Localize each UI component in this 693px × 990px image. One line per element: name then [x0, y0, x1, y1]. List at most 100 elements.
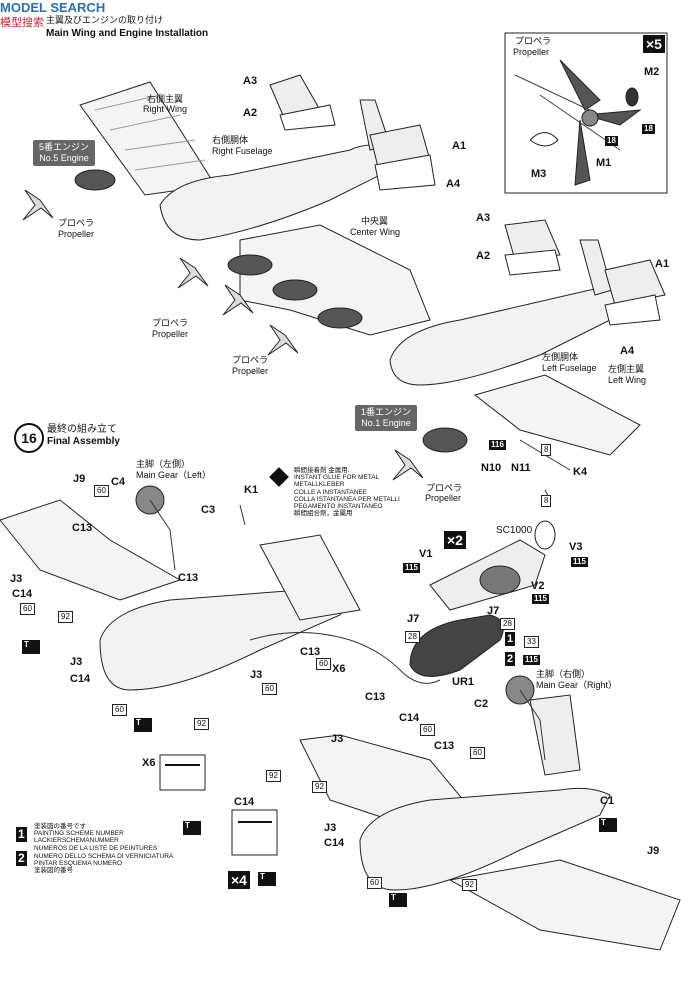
part-a3-lower: A3 [476, 212, 491, 224]
paint-legend-1-badge: 1 [16, 827, 27, 842]
part-a1-lower: A1 [655, 258, 670, 270]
part-number-92a: 92 [58, 611, 73, 623]
part-k1: K1 [244, 484, 259, 496]
glue-line-1: INSTANT GLUE FOR METAL [294, 474, 380, 482]
part-c14-c: C14 [399, 712, 420, 724]
part-j3-a: J3 [10, 573, 23, 585]
part-c3: C3 [201, 504, 216, 516]
step16-number: 16 [14, 423, 44, 453]
part-n11: N11 [511, 462, 531, 474]
paint-legend-line-1-1: PAINTING SCHEME NUMBER [34, 830, 124, 838]
part-a4-lower: A4 [620, 345, 635, 357]
part-number-60h: 60 [470, 747, 485, 759]
paint-scheme-1-badge: 1 [505, 632, 516, 646]
propeller-label-jp-4: プロペラ [426, 483, 463, 493]
step15-title-jp: 主翼及びエンジンの取り付け [46, 15, 164, 25]
part-number-60b: 60 [20, 603, 35, 615]
paint-scheme-2-badge: 2 [505, 652, 516, 666]
part-a2-lower: A2 [476, 250, 491, 262]
part-c13-b: C13 [178, 572, 199, 584]
multiplier-x4: ×4 [228, 871, 250, 889]
part-j3-d: J3 [331, 733, 344, 745]
part-number-60e: 60 [262, 683, 277, 695]
part-number-115c: 115 [532, 594, 549, 604]
part-j9-left: J9 [73, 473, 86, 485]
engine1-badge: 1番エンジン No.1 Engine [355, 405, 418, 431]
main-gear-left-label-jp: 主脚（左側） [136, 459, 191, 469]
right-wing-label-en: Right Wing [143, 104, 188, 114]
part-number-92e: 92 [462, 879, 477, 891]
right-fuselage-label-en: Right Fuselage [212, 146, 273, 156]
part-number-28b: 28 [500, 618, 515, 630]
paint-badge-t-6: T [599, 818, 617, 832]
part-c14-d: C14 [234, 796, 255, 808]
paint-legend-line-2-1: PINTAR ESQUEMA NUMERO [34, 860, 123, 868]
paint-legend-line-2-2: 塗装図的番号 [34, 867, 73, 875]
glue-line-4: COLLA ISTANTANEA PER METALLI [294, 495, 400, 503]
propeller-box-label-en: Propeller [513, 47, 550, 57]
part-c1: C1 [600, 795, 615, 807]
paint-badge-t-4: T [258, 872, 276, 886]
part-j7-b: J7 [487, 605, 500, 617]
left-fuselage-label-en: Left Fuselage [542, 363, 597, 373]
part-c14-b: C14 [70, 673, 91, 685]
propeller-label-en-3: Propeller [232, 366, 269, 376]
part-sc1000: SC1000 [496, 525, 533, 536]
part-k4: K4 [573, 466, 588, 478]
paint-legend-text-2: NUMERO DELLO SCHEMA DI VERNICIATURA PINT… [34, 853, 173, 875]
part-v2: V2 [531, 580, 545, 592]
part-number-33: 33 [524, 636, 539, 648]
propeller-label-jp-3: プロペラ [232, 355, 269, 365]
left-wing-label-en: Left Wing [608, 375, 647, 385]
part-m2: M2 [644, 66, 660, 78]
paint-badge-t-2: T [134, 718, 152, 732]
propeller-multiplier-badge: ×5 [643, 35, 665, 53]
part-number-92b: 92 [194, 718, 209, 730]
paint-legend-line-2-0: NUMERO DELLO SCHEMA DI VERNICIATURA [34, 853, 174, 860]
propeller-label-jp-2: プロペラ [152, 318, 189, 328]
step16-title-jp: 最終の組み立て [47, 424, 117, 435]
part-number-8b: 8 [541, 495, 552, 507]
paint-legend-line-1-0: 塗装図の番号です [34, 823, 86, 830]
part-number-115d: 115 [523, 655, 540, 665]
part-number-18b: 18 [642, 124, 655, 134]
left-fuselage-label-jp: 左側胴体 [542, 352, 579, 362]
part-v1: V1 [419, 548, 433, 560]
part-j7-a: J7 [407, 613, 420, 625]
part-a3-upper: A3 [243, 75, 258, 87]
part-c13-a: C13 [72, 522, 93, 534]
part-c13-d: C13 [365, 691, 386, 703]
propeller-box-label-jp: プロペラ [515, 36, 552, 46]
part-number-60d: 60 [316, 658, 331, 670]
part-number-28a: 28 [405, 631, 420, 643]
part-c14-e: C14 [324, 837, 345, 849]
step16-title-en: Final Assembly [47, 436, 120, 447]
part-m3: M3 [531, 168, 547, 180]
part-j9-right: J9 [647, 845, 660, 857]
glue-line-0: 瞬間接着剤 金属用. [294, 467, 350, 474]
watermark-subtitle: 模型搜索 [0, 17, 44, 29]
engine5-badge: 5番エンジン No.5 Engine [33, 140, 96, 166]
multiplier-x2: ×2 [444, 531, 466, 549]
propeller-label-en-4: Propeller [425, 493, 462, 503]
part-ur1: UR1 [452, 676, 475, 688]
engine1-label-en: No.1 Engine [361, 418, 411, 428]
main-gear-right-label-jp: 主脚（右側） [536, 669, 591, 679]
step15-title-en: Main Wing and Engine Installation [46, 28, 209, 39]
part-v3: V3 [569, 541, 583, 553]
glue-line-2: METALLKLEBER [294, 481, 345, 489]
glue-line-5: PEGAMENTO INSTANTANEO [294, 503, 383, 511]
part-number-116: 116 [489, 440, 506, 450]
part-j3-b: J3 [70, 656, 83, 668]
paint-legend-2-badge: 2 [16, 851, 27, 866]
part-x6-b: X6 [142, 757, 156, 769]
paint-legend-line-1-3: NUMEROS DE LA LISTE DE PEINTURES [34, 844, 158, 852]
engine1-label-jp: 1番エンジン [361, 407, 412, 417]
part-number-60g: 60 [367, 877, 382, 889]
center-wing-label-en: Center Wing [350, 227, 401, 237]
engine5-label-jp: 5番エンジン [39, 142, 90, 152]
part-a2-upper: A2 [243, 107, 258, 119]
glue-line-6: 瞬間組合劑，金屬用 [294, 510, 353, 518]
paint-legend-text-1: 塗装図の番号です PAINTING SCHEME NUMBER LACKIERS… [34, 823, 157, 852]
